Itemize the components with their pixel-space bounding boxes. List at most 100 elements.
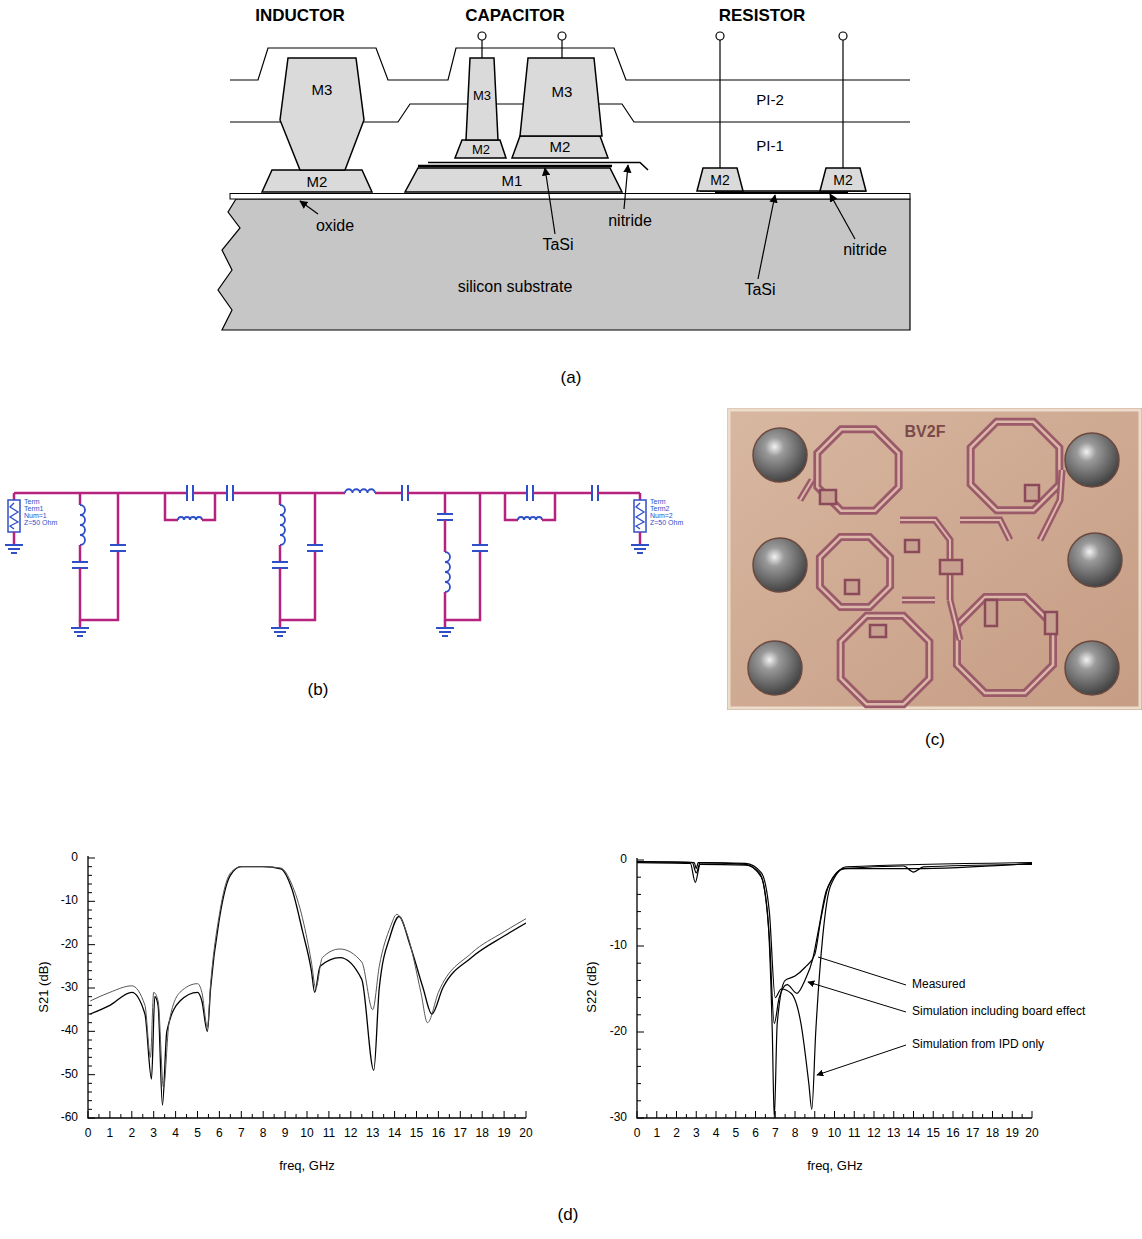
spiral-inductor	[841, 616, 930, 705]
layer-label: M1	[502, 173, 523, 190]
tasi-film	[418, 165, 612, 168]
tick-label: 11	[323, 1127, 335, 1140]
inductor-symbol	[445, 552, 450, 592]
leader-arrow	[545, 168, 555, 234]
wire	[13, 493, 16, 500]
m3-metal	[466, 58, 498, 140]
material-label: TaSi	[744, 281, 775, 299]
solder-bump	[753, 428, 807, 482]
m2-metal	[820, 168, 866, 191]
ground-symbol	[5, 545, 23, 553]
ground-symbol	[631, 545, 649, 553]
port-term	[8, 500, 20, 532]
wire	[14, 492, 187, 495]
leader-arrow	[300, 201, 318, 214]
tick-label: -30	[61, 981, 78, 994]
curve-group	[90, 867, 526, 1105]
metal-trace	[1040, 470, 1062, 540]
section-heading: RESISTOR	[719, 7, 806, 26]
m2-metal	[262, 170, 372, 192]
capacitor-symbol	[307, 545, 323, 551]
tick-label: 2	[128, 1127, 135, 1140]
ground-symbol	[436, 628, 454, 636]
data-curve	[637, 863, 1032, 1118]
wire	[233, 492, 345, 495]
spiral-inductor	[971, 422, 1060, 511]
capacitor-symbol	[72, 562, 88, 568]
material-label: silicon substrate	[458, 278, 573, 296]
tick-label: 20	[519, 1127, 532, 1140]
axis-ticks	[88, 858, 526, 1118]
plot-axis	[637, 858, 1032, 1118]
tick-label: 4	[713, 1127, 720, 1140]
leader-arrow	[817, 1045, 906, 1075]
wire	[444, 520, 447, 552]
panel-caption: (d)	[558, 1206, 579, 1225]
tick-label: 13	[887, 1127, 900, 1140]
port-term	[634, 500, 646, 532]
tick-label: 9	[282, 1127, 289, 1140]
m2-metal	[455, 140, 506, 158]
solder-bump	[753, 538, 807, 592]
m1-metal	[405, 168, 622, 192]
tick-label: 15	[927, 1127, 940, 1140]
chip-capacitor	[820, 490, 836, 504]
data-curve	[637, 862, 1032, 1110]
callout-text: Simulation from IPD only	[912, 1038, 1044, 1051]
die-marking: BV2F	[905, 423, 946, 441]
axis-ticks	[637, 860, 1032, 1118]
tick-label: 2	[673, 1127, 680, 1140]
tick-label: 20	[1025, 1127, 1038, 1140]
die-surface	[727, 408, 1142, 710]
callout-text: Measured	[912, 978, 965, 991]
tick-label: 16	[432, 1127, 445, 1140]
inductor-symbol	[80, 505, 85, 545]
panel-caption: (c)	[925, 731, 945, 750]
wire	[193, 492, 227, 495]
wire	[117, 493, 120, 545]
section-heading: INDUCTOR	[255, 7, 344, 26]
tick-label: -10	[61, 895, 78, 908]
tick-label: 10	[300, 1127, 313, 1140]
tick-label: 7	[772, 1127, 779, 1140]
wire	[79, 620, 82, 628]
material-label: oxide	[316, 217, 354, 235]
tick-label: 9	[811, 1127, 818, 1140]
spiral-inductor	[817, 429, 898, 510]
inductor-symbol	[178, 517, 202, 520]
component-label: Term	[24, 498, 40, 506]
wire	[165, 493, 178, 520]
inductor-symbol	[280, 505, 285, 545]
capacitor-symbol	[272, 562, 288, 568]
tick-label: 19	[497, 1127, 510, 1140]
solder-bump	[1068, 533, 1122, 587]
layer-label: M2	[833, 173, 852, 188]
wire	[639, 532, 642, 545]
tick-label: -40	[61, 1025, 78, 1038]
capacitor-symbol	[472, 545, 488, 551]
component-label: Z=50 Ohm	[24, 519, 57, 527]
s22-plot	[637, 858, 1032, 1118]
axis-title: freq, GHz	[807, 1159, 863, 1173]
metal-trace	[800, 480, 812, 500]
terminal-lead	[481, 40, 482, 58]
wire	[542, 493, 555, 520]
component-label: Term	[650, 498, 666, 506]
capacitor-symbol	[110, 545, 126, 551]
tick-label: 16	[946, 1127, 959, 1140]
component-label: Z=50 Ohm	[650, 519, 683, 527]
component-label: Term2	[650, 505, 669, 513]
leader-line	[818, 957, 906, 985]
capacitor-symbol	[187, 485, 193, 501]
data-curve	[637, 862, 1032, 1024]
component-label: Num=1	[24, 512, 47, 520]
tick-label: 17	[966, 1127, 979, 1140]
solder-bump	[1065, 433, 1119, 487]
terminal-pin	[478, 32, 486, 40]
wire	[444, 493, 447, 514]
tick-label: -10	[610, 939, 627, 952]
m2-metal	[512, 136, 608, 158]
leader-arrow	[758, 195, 775, 279]
wire	[639, 493, 642, 500]
